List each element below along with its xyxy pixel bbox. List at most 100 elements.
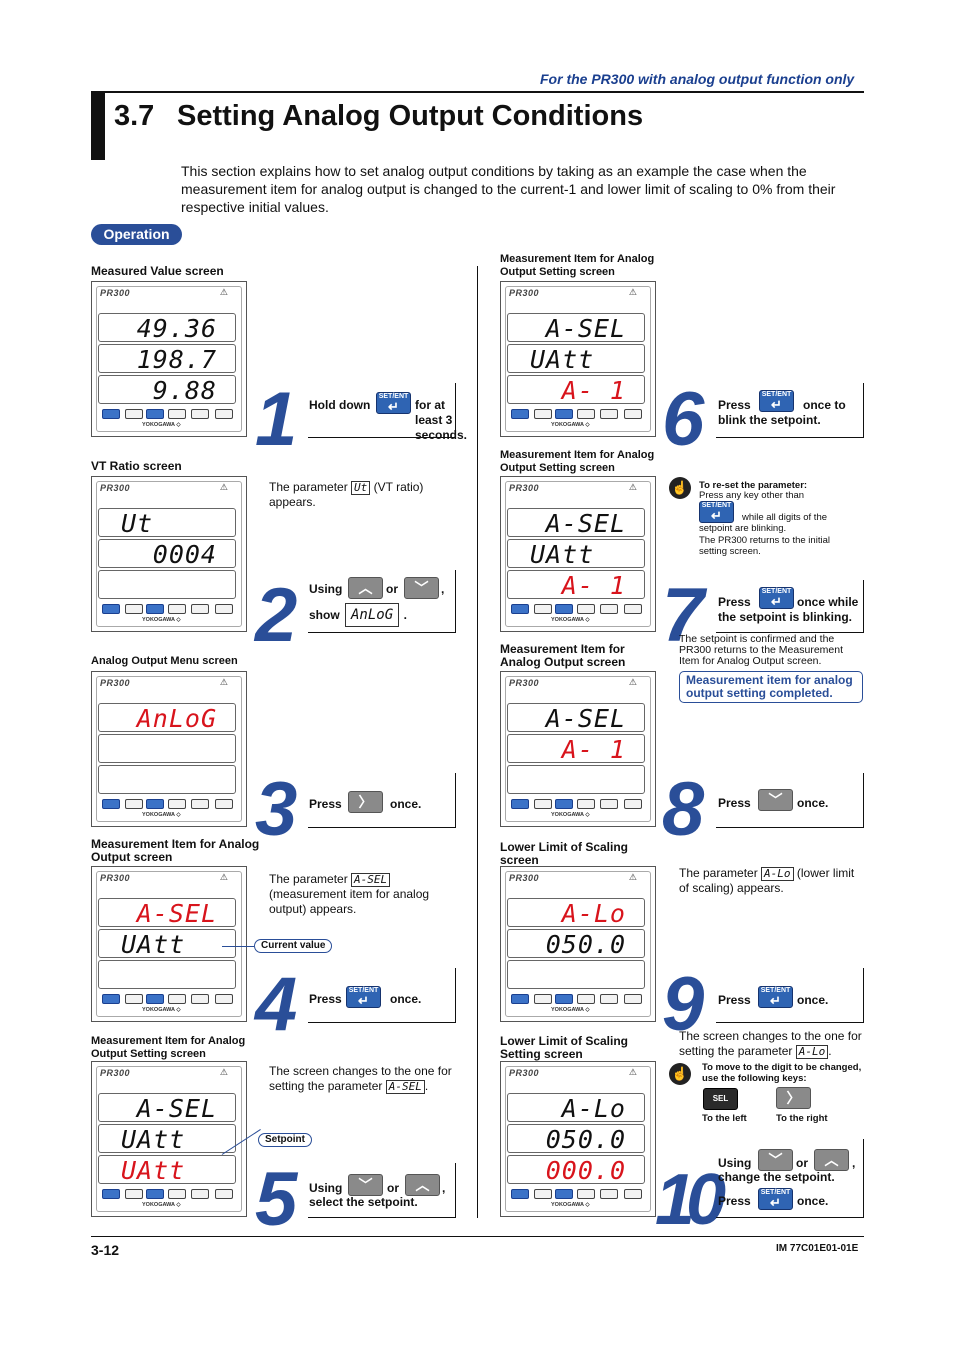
- set-ent-button[interactable]: SET/ENT↵: [346, 986, 381, 1008]
- step-instruction: Press: [718, 398, 751, 412]
- right-key[interactable]: [534, 1189, 552, 1199]
- mode-key[interactable]: [511, 799, 529, 809]
- mode-key[interactable]: [511, 409, 529, 419]
- segment-text: 050.0: [545, 1125, 626, 1153]
- set-ent-key[interactable]: [624, 799, 642, 809]
- down-key[interactable]: [555, 409, 573, 419]
- mode-key[interactable]: [511, 994, 529, 1004]
- up-button[interactable]: ︿: [348, 577, 383, 599]
- mode-key[interactable]: [102, 604, 120, 614]
- down-key[interactable]: [555, 1189, 573, 1199]
- right-key[interactable]: [534, 604, 552, 614]
- reset-note-title: To re-set the parameter:: [699, 480, 808, 491]
- device-brand: PR300: [100, 873, 131, 883]
- right-key[interactable]: [125, 604, 143, 614]
- display-panel-3: [507, 960, 645, 989]
- device-logo: YOKOGAWA ◇: [551, 617, 590, 623]
- sel-key[interactable]: [600, 994, 618, 1004]
- down-key[interactable]: [555, 604, 573, 614]
- up-key[interactable]: [577, 604, 595, 614]
- up-key[interactable]: [168, 409, 186, 419]
- device-logo: YOKOGAWA ◇: [551, 1007, 590, 1013]
- device-brand: PR300: [509, 873, 540, 883]
- down-key[interactable]: [146, 1189, 164, 1199]
- sel-key[interactable]: [600, 409, 618, 419]
- down-key[interactable]: [146, 604, 164, 614]
- set-ent-key[interactable]: [215, 409, 233, 419]
- up-key[interactable]: [168, 604, 186, 614]
- set-ent-button[interactable]: SET/ENT↵: [758, 986, 793, 1008]
- up-key[interactable]: [577, 1189, 595, 1199]
- down-button[interactable]: ﹀: [404, 577, 439, 599]
- device-brand: PR300: [509, 483, 540, 493]
- sel-key[interactable]: [600, 799, 618, 809]
- right-key[interactable]: [125, 1189, 143, 1199]
- display-panel-2: UAtt: [98, 1124, 236, 1153]
- up-key[interactable]: [577, 799, 595, 809]
- down-key[interactable]: [146, 799, 164, 809]
- down-button[interactable]: ﹀: [348, 1174, 383, 1196]
- title-bar: [91, 93, 105, 160]
- mode-key[interactable]: [511, 1189, 529, 1199]
- set-ent-button[interactable]: SET/ENT↵: [376, 392, 411, 414]
- mode-key[interactable]: [102, 1189, 120, 1199]
- right-key[interactable]: [125, 994, 143, 1004]
- up-button[interactable]: ︿: [814, 1149, 849, 1171]
- step-rule: [308, 437, 456, 438]
- down-key[interactable]: [146, 994, 164, 1004]
- set-ent-button[interactable]: SET/ENT↵: [758, 1188, 793, 1210]
- up-button[interactable]: ︿: [405, 1174, 440, 1196]
- set-ent-key[interactable]: [624, 1189, 642, 1199]
- up-key[interactable]: [577, 409, 595, 419]
- sel-key[interactable]: [191, 994, 209, 1004]
- up-key[interactable]: [168, 799, 186, 809]
- right-key[interactable]: [534, 799, 552, 809]
- set-ent-key[interactable]: [215, 994, 233, 1004]
- step-rule: [455, 383, 456, 438]
- down-button[interactable]: ﹀: [758, 1149, 793, 1171]
- down-key[interactable]: [555, 799, 573, 809]
- sel-key[interactable]: [191, 799, 209, 809]
- up-key[interactable]: [168, 994, 186, 1004]
- screen-label: Measurement Item for Analog Output Setti…: [91, 1035, 246, 1060]
- right-key[interactable]: [125, 799, 143, 809]
- down-key[interactable]: [146, 409, 164, 419]
- set-ent-key[interactable]: [215, 604, 233, 614]
- set-ent-button[interactable]: SET/ENT↵: [759, 390, 794, 412]
- sel-key[interactable]: [191, 409, 209, 419]
- display-panel-1: A-SEL: [507, 313, 645, 342]
- right-button[interactable]: 〉: [348, 791, 383, 813]
- set-ent-button[interactable]: SET/ENT↵: [699, 501, 734, 523]
- up-key[interactable]: [577, 994, 595, 1004]
- set-ent-button[interactable]: SET/ENT↵: [759, 587, 794, 609]
- callout-line: [222, 946, 254, 947]
- set-ent-key[interactable]: [215, 1189, 233, 1199]
- mode-key[interactable]: [511, 604, 529, 614]
- right-button[interactable]: 〉: [776, 1087, 811, 1109]
- down-key[interactable]: [555, 994, 573, 1004]
- display-panel-1: A-SEL: [507, 703, 645, 732]
- set-ent-key[interactable]: [215, 799, 233, 809]
- set-ent-key[interactable]: [624, 994, 642, 1004]
- right-key[interactable]: [534, 409, 552, 419]
- segment-text: UAtt: [530, 345, 595, 373]
- sel-key[interactable]: [191, 1189, 209, 1199]
- set-ent-key[interactable]: [624, 604, 642, 614]
- sel-button[interactable]: SEL: [703, 1088, 738, 1110]
- mode-key[interactable]: [102, 994, 120, 1004]
- sel-key[interactable]: [191, 604, 209, 614]
- right-key[interactable]: [534, 994, 552, 1004]
- down-button[interactable]: ﹀: [758, 789, 793, 811]
- mode-key[interactable]: [102, 409, 120, 419]
- set-ent-key[interactable]: [624, 409, 642, 419]
- to-left-label: To the left: [702, 1113, 747, 1124]
- device-frame: [505, 871, 651, 1017]
- sel-key[interactable]: [600, 604, 618, 614]
- right-key[interactable]: [125, 409, 143, 419]
- mode-key[interactable]: [102, 799, 120, 809]
- device-frame: [505, 481, 651, 627]
- sel-key[interactable]: [600, 1189, 618, 1199]
- up-key[interactable]: [168, 1189, 186, 1199]
